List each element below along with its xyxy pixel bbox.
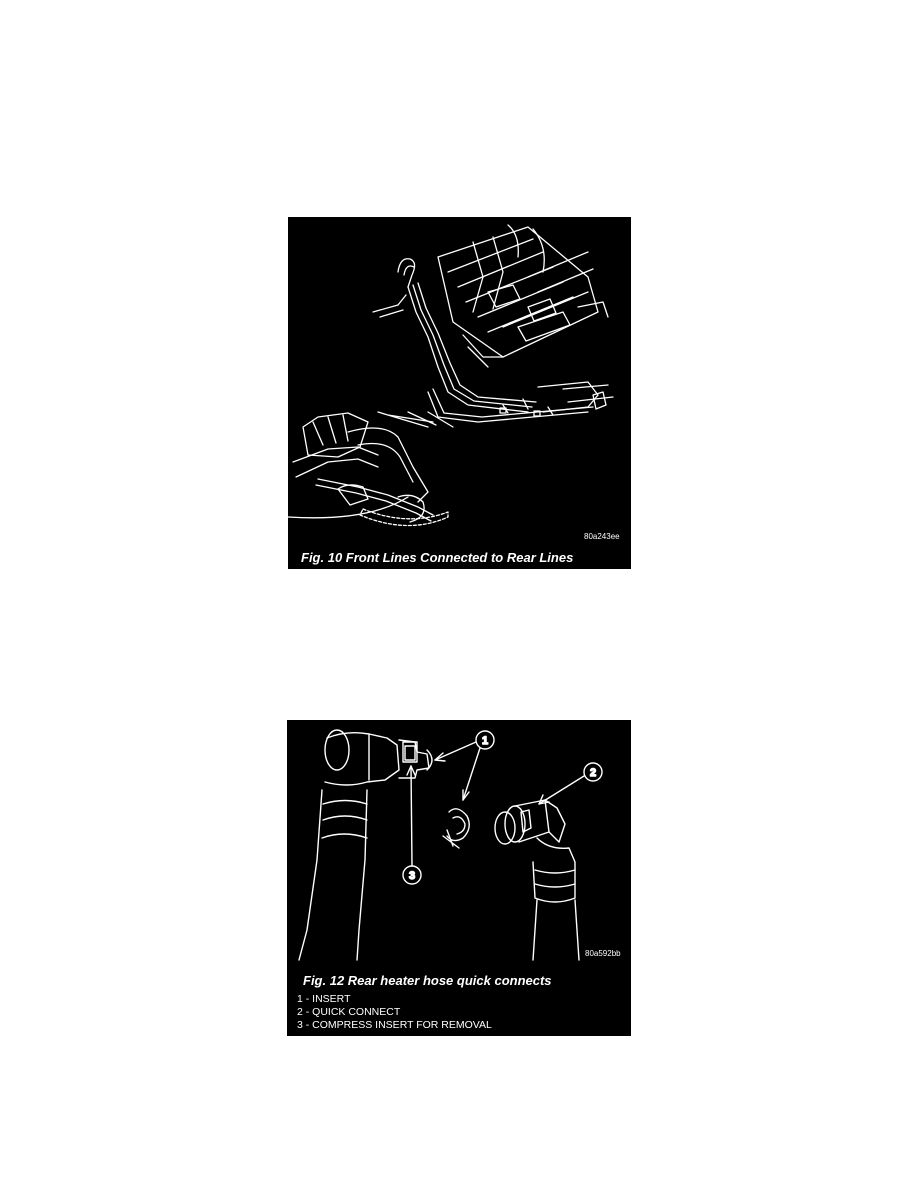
legend-item: 3 - COMPRESS INSERT FOR REMOVAL — [297, 1019, 492, 1031]
figure-legend: 1 - INSERT 2 - QUICK CONNECT 3 - COMPRES… — [297, 993, 492, 1032]
callout-3: 3 — [409, 870, 415, 882]
legend-item: 1 - INSERT — [297, 993, 351, 1005]
figure-caption: Fig. 10 Front Lines Connected to Rear Li… — [301, 550, 574, 565]
figure-quick-connects: 1 2 3 80a592bb Fig. 12 Rear heater hose … — [287, 720, 631, 1036]
front-lines-illustration — [288, 224, 614, 527]
figure-caption: Fig. 12 Rear heater hose quick connects — [303, 973, 552, 988]
quick-connect-illustration: 1 2 3 — [298, 729, 603, 961]
callout-1: 1 — [482, 735, 488, 747]
legend-item: 2 - QUICK CONNECT — [297, 1006, 401, 1018]
figure-code: 80a592bb — [585, 949, 621, 958]
callout-2: 2 — [590, 767, 596, 779]
figure-code: 80a243ee — [584, 532, 620, 541]
figure-front-lines: 80a243ee Fig. 10 Front Lines Connected t… — [288, 217, 631, 569]
